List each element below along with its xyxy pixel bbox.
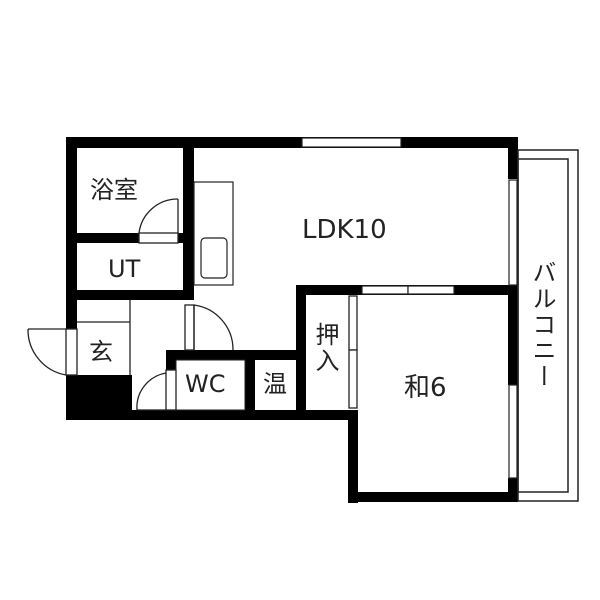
toilet-outline	[175, 359, 246, 411]
doors	[27, 198, 358, 411]
windows	[301, 137, 518, 479]
room-label-water-heater: 温	[263, 370, 287, 398]
room-label-closet: 押入	[311, 322, 339, 374]
room-label-entrance: 玄	[89, 338, 113, 366]
room-label-balcony: バルコニー	[528, 260, 556, 390]
room-label-utility: UT	[108, 255, 141, 283]
room-label-toilet: WC	[185, 370, 226, 398]
room-label-washitsu: 和6	[404, 373, 447, 403]
kitchen-counter	[193, 181, 234, 286]
balcony-outline	[517, 149, 579, 502]
room-label-ldk: LDK10	[302, 215, 387, 245]
room-label-bath: 浴室	[90, 176, 138, 204]
